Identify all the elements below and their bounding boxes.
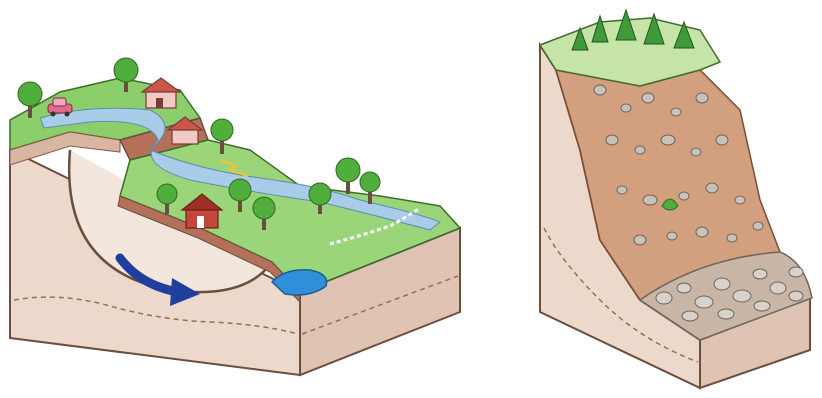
tree-icon	[336, 158, 360, 194]
rockfall-diagram	[540, 10, 812, 388]
rotational-slide-diagram	[10, 58, 460, 375]
house-icon	[142, 78, 180, 108]
